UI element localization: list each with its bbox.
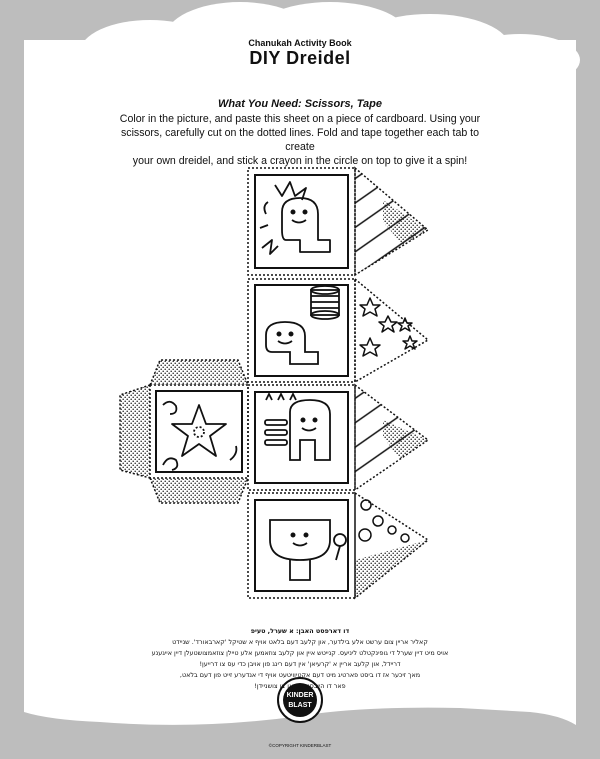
face-nun <box>247 278 356 383</box>
star-and-swirls-icon <box>162 400 238 471</box>
instructions-line-1: Color in the picture, and paste this she… <box>119 113 481 125</box>
instructions: Color in the picture, and paste this she… <box>105 112 495 168</box>
dreidel-template <box>119 166 430 600</box>
yiddish-line: מאך זיכער אז דו ביסט פארטיג מיט דעם אקטי… <box>179 671 421 679</box>
svg-text:KINDER: KINDER <box>287 692 314 699</box>
face-gimmel <box>247 384 356 491</box>
page-title: DIY Dreidel <box>249 48 351 68</box>
header-cloud <box>35 2 580 95</box>
svg-text:BLAST: BLAST <box>288 702 312 709</box>
yiddish-line: דריידל, און קלעב אריין א 'קרעיאן' אין דע… <box>199 660 401 668</box>
tab-left-top <box>149 359 249 386</box>
candle-figure-with-sun-icon <box>259 181 331 255</box>
yiddish-instructions: דו דארפסט האבן: א שערל, טעיפ קאליר אריין… <box>80 626 520 692</box>
face-shin <box>247 167 356 276</box>
stars-tab-icon <box>359 297 418 357</box>
yiddish-line: פאר דו הייבסט עס אן צו צושניידן! <box>254 682 346 690</box>
instructions-line-3: your own dreidel, and stick a crayon in … <box>132 155 468 167</box>
yiddish-line: קאליר אריין צום ערשט אלע בילדער, און קלע… <box>172 638 428 646</box>
figure-with-coins-icon <box>265 285 340 365</box>
figure-with-balloon-icon <box>269 519 347 581</box>
circles-tab-icon <box>358 499 410 543</box>
kinderblast-logo: KINDER BLAST <box>277 677 323 723</box>
materials-needed: What You Need: Scissors, Tape <box>217 98 383 110</box>
yiddish-title: דו דארפסט האבן: א שערל, טעיפ <box>250 627 350 635</box>
tab-left-side <box>119 384 151 479</box>
tab-right-2 <box>354 277 430 384</box>
menorah-figure-icon <box>264 391 331 461</box>
face-hei <box>247 492 356 599</box>
instructions-line-2: scissors, carefully cut on the dotted li… <box>120 127 480 153</box>
tab-left-bottom <box>149 477 249 504</box>
yiddish-line: אויס מיט דיין שערל די גופינקטלט ליניעס. … <box>151 649 449 657</box>
copyright: ©COPYRIGHT KINDERBLAST <box>268 743 332 748</box>
activity-book-subtitle: Chanukah Activity Book <box>248 38 352 48</box>
